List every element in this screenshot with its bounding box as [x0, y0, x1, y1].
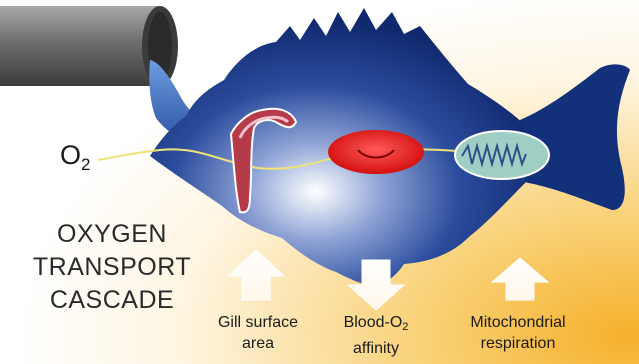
- blood-label-line-1: Blood-O2: [306, 312, 446, 338]
- title-line-2: TRANSPORT: [22, 251, 202, 284]
- blood-label-prefix: Blood-O: [344, 314, 403, 331]
- mito-label-line-2: respiration: [448, 333, 588, 354]
- red-blood-cell-icon: [328, 130, 424, 174]
- mitochondrion-icon: [455, 131, 549, 179]
- title-line-3: CASCADE: [22, 284, 202, 317]
- mito-label-line-1: Mitochondrial: [448, 312, 588, 333]
- title-line-1: OXYGEN: [22, 218, 202, 251]
- blood-o2-affinity-label: Blood-O2 affinity: [306, 312, 446, 359]
- oxygen-label: O2: [60, 140, 90, 175]
- oxygen-label-subscript: 2: [81, 155, 90, 174]
- blood-label-line-2: affinity: [306, 338, 446, 359]
- diagram-title: OXYGEN TRANSPORT CASCADE: [22, 218, 202, 317]
- mitochondrial-respiration-label: Mitochondrial respiration: [448, 312, 588, 354]
- blood-label-subscript: 2: [402, 321, 408, 333]
- oxygen-label-prefix: O: [60, 140, 81, 170]
